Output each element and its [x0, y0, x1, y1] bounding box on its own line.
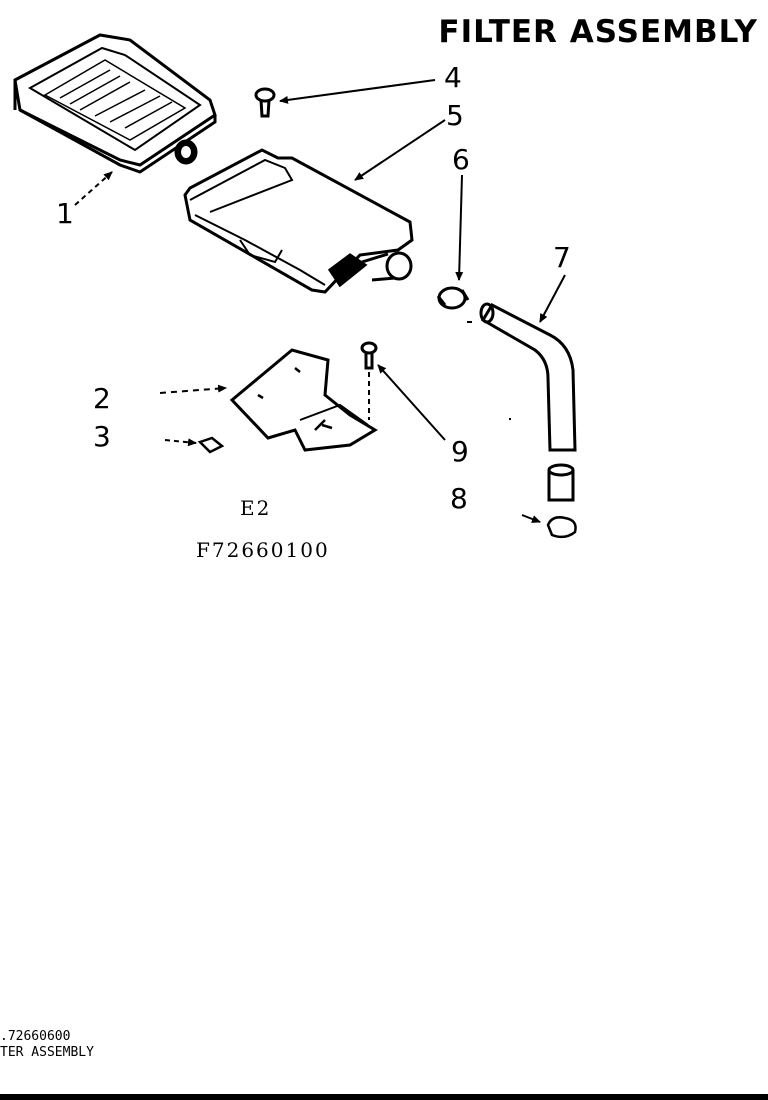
callout-1: 1 — [56, 197, 74, 230]
part-bracket — [229, 348, 378, 452]
sheet-code: E2 — [240, 496, 272, 520]
callout-9: 9 — [451, 435, 469, 468]
part-screw-top — [254, 87, 276, 118]
callout-4: 4 — [444, 61, 462, 94]
footer-title-line: TER ASSEMBLY — [0, 1045, 94, 1060]
callout-5: 5 — [446, 99, 464, 132]
model-number: F72660100 — [196, 538, 330, 562]
callout-8: 8 — [450, 482, 468, 515]
part-clip — [197, 436, 225, 454]
callout-6: 6 — [452, 143, 470, 176]
part-screw-lower — [360, 341, 378, 420]
callout-3: 3 — [93, 420, 111, 453]
footer-model-line: .72660600 — [0, 1029, 71, 1044]
callout-2: 2 — [93, 382, 111, 415]
callout-7: 7 — [553, 241, 571, 274]
bottom-border — [0, 1094, 768, 1100]
part-filter-housing — [183, 148, 414, 294]
diagram-title: FILTER ASSEMBLY — [438, 14, 758, 50]
part-sleeve — [546, 463, 577, 539]
part-elbow-hose — [479, 302, 577, 452]
part-clamp — [436, 286, 470, 310]
leader-lines — [74, 79, 566, 523]
part-filter-screen — [13, 33, 217, 174]
